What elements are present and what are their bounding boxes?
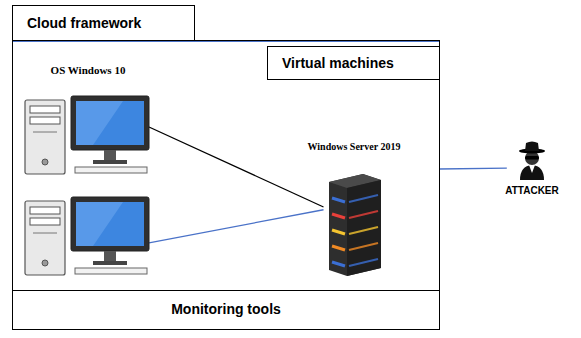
vm-region: Virtual machines OS Windows 10 Windows Ser…	[13, 41, 439, 291]
computer-icon	[23, 193, 153, 277]
computer-drawing	[25, 96, 149, 174]
attacker-icon	[510, 140, 554, 182]
pc-node: OS Windows 10	[23, 62, 153, 176]
region-title: Cloud framework	[12, 5, 195, 41]
band-label: Monitoring tools	[13, 290, 439, 328]
computer-icon	[23, 92, 153, 176]
node-label: ATTACKER	[490, 184, 574, 198]
connector-line	[439, 168, 507, 170]
monitoring-band: Monitoring tools	[13, 290, 439, 329]
server-drawing	[329, 174, 381, 276]
computer-drawing	[25, 197, 149, 275]
connector-line	[149, 127, 324, 207]
region-title: Virtual machines	[267, 46, 439, 80]
attacker-drawing	[519, 142, 545, 181]
attacker-node: ATTACKER	[490, 140, 574, 204]
pc-node	[23, 187, 153, 277]
node-label: Windows Server 2019	[304, 140, 404, 154]
node-label: OS Windows 10	[49, 64, 127, 77]
server-node: Windows Server 2019	[293, 138, 415, 276]
connector-line	[149, 210, 324, 243]
server-icon	[323, 172, 385, 276]
cloud-frame: Cloud frameworkVirtual machinesOS Window…	[12, 40, 440, 330]
